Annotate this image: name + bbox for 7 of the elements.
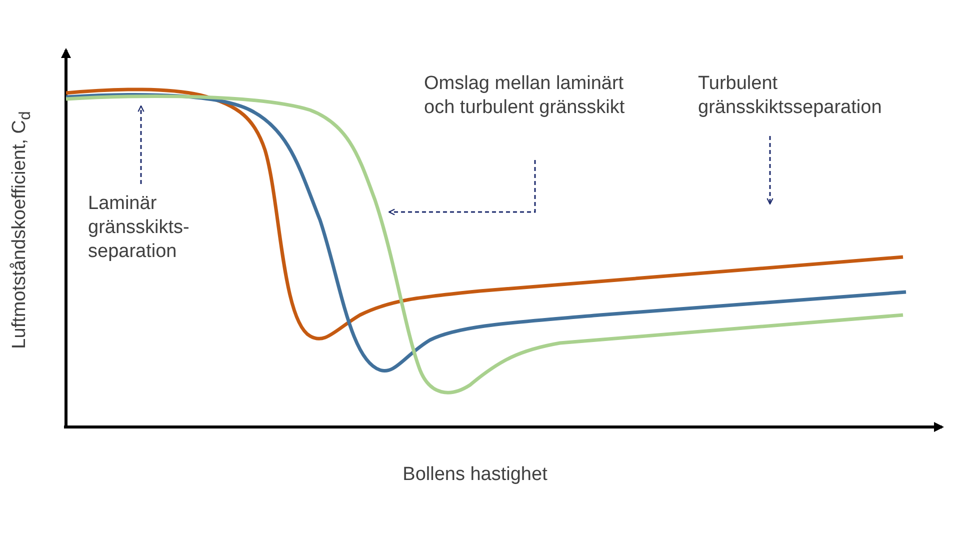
annotation-text: Omslag mellan laminärt och turbulent gränsskikt [424,72,654,120]
annotation-text: Laminär gränsskikts-separation [88,192,218,264]
leader-arrow [766,136,774,205]
leader-arrow [138,105,144,184]
axis-title: Bollens hastighet [402,464,548,486]
annotation-text: Turbulent gränsskiktsseparation [698,72,928,120]
leader-arrow [388,160,536,216]
